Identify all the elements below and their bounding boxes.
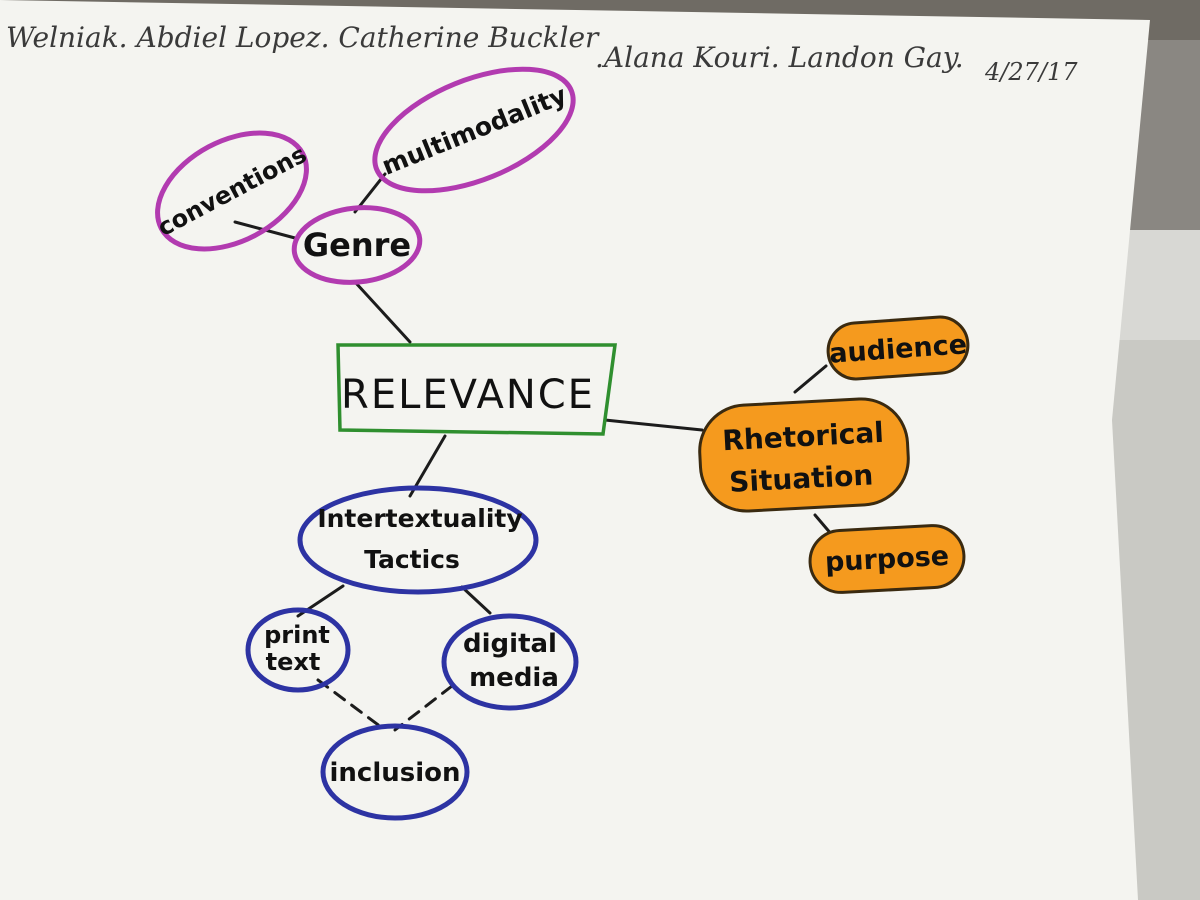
node-rhetorical-label-line2: Situation [728, 458, 874, 498]
node-intertextuality-shape [297, 485, 539, 595]
node-print-text: print text [245, 607, 351, 693]
dashed-connector-digital-inclusion [393, 684, 454, 732]
names-left: Welniak. Abdiel Lopez. Catherine Buckler [6, 21, 600, 54]
connector-intertextuality-digital [460, 585, 492, 615]
node-purpose-label: purpose [824, 541, 950, 578]
node-genre-label: Genre [303, 226, 411, 264]
node-relevance-label: RELEVANCE [341, 372, 595, 418]
node-intertextuality-tactics: Intertextuality Tactics [297, 485, 539, 595]
node-digital-media: digital media [441, 613, 579, 711]
node-rhetorical-shape [698, 397, 910, 513]
node-genre: Genre [291, 205, 423, 285]
node-relevance-box [336, 343, 618, 436]
node-inclusion-label: inclusion [329, 758, 460, 788]
node-genre-shape [291, 205, 423, 285]
node-audience-shape [826, 315, 970, 381]
connector-relevance-rhetorical [603, 418, 704, 432]
node-print-text-label-line1: print [264, 621, 330, 649]
date-label: 4/27/17 [984, 58, 1078, 86]
node-rhetorical-situation: Rhetorical Situation [698, 397, 910, 513]
node-print-text-label-line2: text [266, 648, 321, 676]
node-print-text-shape [245, 607, 351, 693]
node-purpose-shape [808, 524, 966, 594]
node-inclusion-shape [320, 723, 470, 821]
node-intertextuality-label-line2: Tactics [364, 545, 460, 574]
node-inclusion: inclusion [320, 723, 470, 821]
node-relevance: RELEVANCE [336, 343, 618, 436]
node-multimodality-shape [372, 66, 576, 194]
connector-genre-relevance [353, 280, 412, 344]
connector-rhetorical-audience [793, 364, 828, 394]
names-right: .Alana Kouri. Landon Gay. [595, 41, 964, 74]
node-digital-media-label-line2: media [469, 663, 559, 693]
node-conventions-shape [155, 130, 309, 252]
paper-sheet [0, 0, 1150, 900]
node-digital-media-shape [441, 613, 579, 711]
node-purpose: purpose [808, 524, 966, 594]
dashed-connector-print-inclusion [316, 678, 387, 732]
node-digital-media-label-line1: digital [463, 629, 557, 659]
node-intertextuality-label-line1: Intertextuality [317, 504, 522, 533]
node-audience: audience [826, 315, 970, 381]
